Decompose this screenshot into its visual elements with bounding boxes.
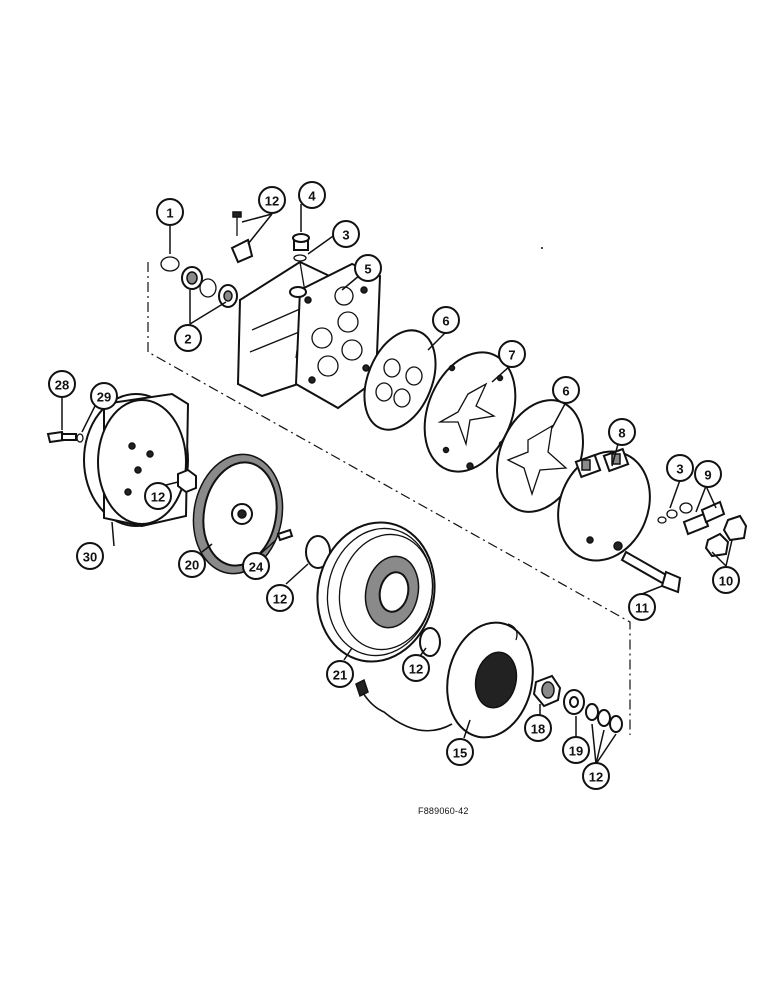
callout-18-label: 18 [531, 722, 545, 737]
callout-7-label: 7 [508, 348, 515, 363]
callout-12-rotor-label: 12 [409, 662, 423, 677]
callout-4: 4 [298, 181, 326, 209]
assembly-centerline [147, 262, 631, 735]
oil-plug-o-ring [293, 254, 307, 262]
coil-wire [359, 687, 453, 732]
gasket-front [363, 329, 437, 431]
callout-2-label: 2 [184, 332, 191, 347]
callout-30: 30 [76, 542, 104, 570]
callout-9-label: 9 [704, 468, 711, 483]
callout-6-rear: 6 [552, 376, 580, 404]
callout-8: 8 [608, 418, 636, 446]
callout-6-front-label: 6 [442, 314, 449, 329]
callout-10-label: 10 [719, 574, 733, 589]
callout-15-label: 15 [453, 746, 467, 761]
callout-3-plug: 3 [332, 220, 360, 248]
callout-12-washers: 12 [582, 762, 610, 790]
callout-4-label: 4 [308, 189, 316, 204]
callout-21: 21 [326, 660, 354, 688]
callout-8-label: 8 [618, 426, 625, 441]
rotor-snap-ring [419, 627, 441, 657]
callout-6-rear-label: 6 [562, 384, 569, 399]
callout-11: 11 [628, 593, 656, 621]
pulley-washer [76, 433, 84, 443]
callout-12-rotor: 12 [402, 654, 430, 682]
callout-3-fitting: 3 [666, 454, 694, 482]
callout-1: 1 [156, 198, 184, 226]
pulley-screw [46, 430, 77, 444]
callout-12-washers-label: 12 [589, 770, 603, 785]
callout-5-label: 5 [364, 262, 371, 277]
compressor-body [236, 260, 382, 410]
field-coil [446, 621, 534, 739]
callout-9: 9 [694, 460, 722, 488]
callout-6-front: 6 [432, 306, 460, 334]
bearing [532, 674, 562, 708]
callout-2: 2 [174, 324, 202, 352]
callout-12-clamp-label: 12 [265, 194, 279, 209]
stray-mark [541, 247, 543, 249]
callout-29-label: 29 [97, 390, 111, 405]
shaft-seal-parts [181, 266, 238, 308]
callout-12-nut: 12 [144, 482, 172, 510]
clutch-armature [192, 453, 284, 575]
callout-30-label: 30 [83, 550, 97, 565]
front-ring [160, 256, 180, 272]
figure-id: F889060-42 [418, 806, 469, 816]
rear-head [557, 447, 651, 562]
shaft-key [276, 528, 294, 542]
callout-20: 20 [178, 550, 206, 578]
coil-wire-terminal [355, 678, 369, 698]
callout-5: 5 [354, 254, 382, 282]
callout-20-label: 20 [185, 558, 199, 573]
callout-28: 28 [48, 370, 76, 398]
callout-7: 7 [498, 340, 526, 368]
callout-19: 19 [562, 736, 590, 764]
shim-washers [585, 703, 623, 733]
hub-nut [177, 468, 197, 494]
callout-11-label: 11 [635, 601, 649, 616]
callout-12-snapring-label: 12 [273, 592, 287, 607]
callout-29: 29 [90, 382, 118, 410]
spacer [563, 689, 585, 715]
callout-18: 18 [524, 714, 552, 742]
callout-19-label: 19 [569, 744, 583, 759]
leader-lines [61, 204, 733, 765]
oil-plug [292, 233, 310, 251]
callout-24: 24 [242, 552, 270, 580]
rotor-pulley [316, 521, 436, 663]
pulley [83, 392, 190, 528]
shaft-seal-clamp [230, 211, 254, 264]
service-fittings [657, 500, 748, 558]
callout-12-snapring: 12 [266, 584, 294, 612]
callout-3-fitting-label: 3 [676, 462, 683, 477]
callout-1-label: 1 [166, 206, 173, 221]
callout-28-label: 28 [55, 378, 69, 393]
through-bolt [620, 550, 682, 594]
callout-21-label: 21 [333, 668, 347, 683]
callout-12-nut-label: 12 [151, 490, 165, 505]
callout-10: 10 [712, 566, 740, 594]
callout-12-clamp: 12 [258, 186, 286, 214]
callout-3-plug-label: 3 [342, 228, 349, 243]
callout-24-label: 24 [249, 560, 264, 575]
callout-15: 15 [446, 738, 474, 766]
